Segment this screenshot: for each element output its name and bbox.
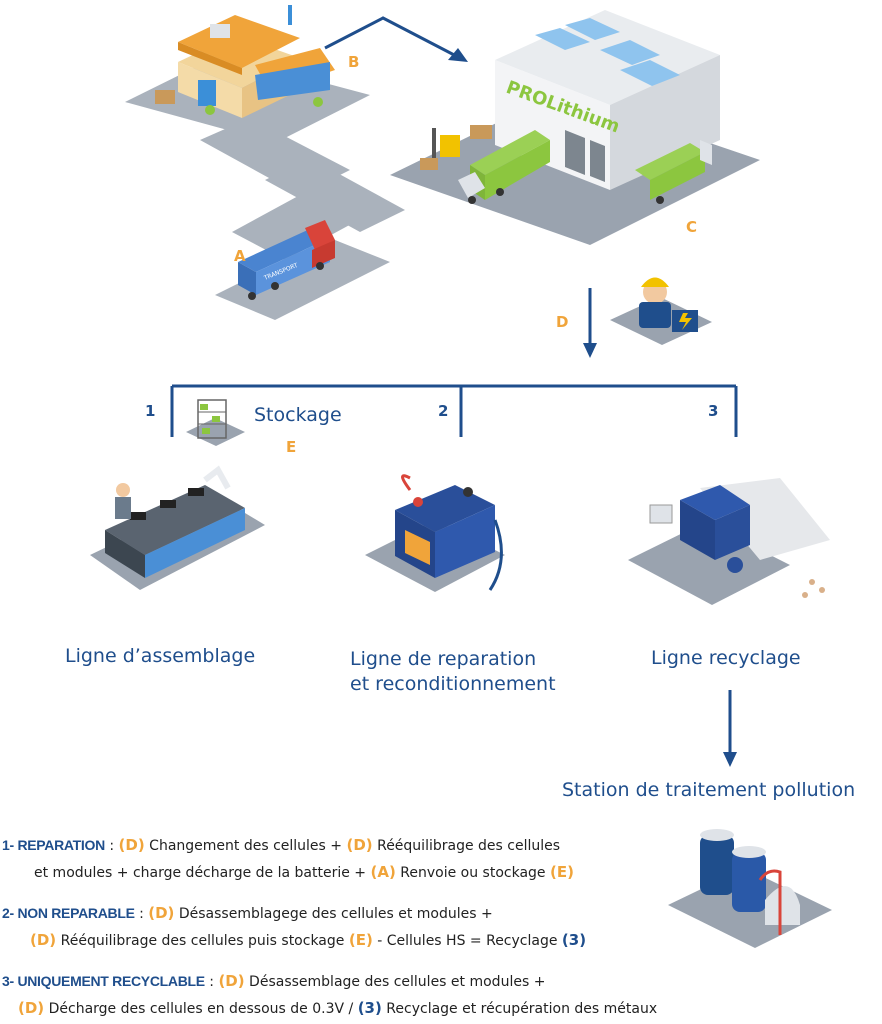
note-2-t2: Rééquilibrage des cellules puis stockage — [56, 933, 349, 949]
note-2-sep: : — [134, 906, 149, 922]
repair-line-label: Ligne de reparation et reconditionnement — [350, 647, 556, 697]
note-2-line-2: (D) Rééquilibrage des cellules puis stoc… — [0, 927, 640, 954]
branch-number-2: 2 — [438, 402, 449, 420]
note-1-t1: Changement des cellules + — [144, 838, 347, 854]
stockage-label: Stockage — [254, 404, 342, 426]
note-2-t3: - Cellules HS = Recyclage — [372, 933, 562, 949]
note-3-t3: Recyclage et récupération des métaux — [381, 1001, 658, 1017]
letter-b: B — [348, 53, 360, 71]
note-1-d2: (D) — [346, 836, 373, 854]
note-2-n: (3) — [561, 931, 587, 949]
note-1-t3: et modules + charge décharge de la batte… — [34, 865, 371, 881]
green-truck-icon-2 — [635, 140, 712, 204]
note-3-line-1: 3- UNIQUEMENT RECYCLABLE : (D) Désassemb… — [0, 968, 640, 995]
assembly-line-label: Ligne d’assemblage — [65, 645, 256, 667]
repair-line-label-2: et reconditionnement — [350, 673, 556, 695]
note-3-t2: Décharge des cellules en dessous de 0.3V… — [44, 1001, 358, 1017]
warehouse-icon: PROLithium — [495, 10, 720, 190]
assembly-line-icon — [90, 465, 265, 590]
branch-number-1: 1 — [145, 402, 156, 420]
note-2-line-1: 2- NON REPARABLE : (D) Désassemblagege d… — [0, 900, 640, 927]
pollution-station-label: Station de traitement pollution — [562, 779, 856, 801]
stockage-shelf-icon — [186, 399, 245, 446]
letter-c: C — [686, 218, 698, 236]
note-2-d2: (D) — [30, 931, 57, 949]
repair-line-label-1: Ligne de reparation — [350, 648, 537, 670]
note-3-d1: (D) — [218, 972, 245, 990]
shop-building-icon — [155, 5, 335, 118]
letter-e: E — [286, 438, 297, 456]
note-1-head: 1- REPARATION — [2, 837, 105, 853]
recycling-machine-icon — [628, 478, 830, 605]
note-3-n: (3) — [357, 999, 382, 1017]
note-1-e: (E) — [549, 863, 574, 881]
forklift-icon — [420, 125, 492, 170]
battery-icon — [365, 474, 505, 592]
process-notes: 1- REPARATION : (D) Changement des cellu… — [0, 832, 657, 1022]
transport-truck-icon: TRANSPORT — [238, 220, 335, 300]
note-3-d2: (D) — [18, 999, 45, 1017]
note-3-line-2: (D) Décharge des cellules en dessous de … — [0, 995, 657, 1022]
note-2-e: (E) — [348, 931, 373, 949]
note-2-t1: Désassemblagege des cellules et modules … — [174, 906, 493, 922]
letter-d: D — [556, 313, 569, 331]
note-2-d1: (D) — [148, 904, 175, 922]
branch-number-3: 3 — [708, 402, 719, 420]
letter-a: A — [234, 247, 246, 265]
note-1-sep: : — [104, 838, 119, 854]
green-truck-icon — [458, 130, 550, 204]
note-1-t2: Rééquilibrage des cellules — [372, 838, 561, 854]
note-1-t4: Renvoie ou stockage — [395, 865, 550, 881]
note-1-d1: (D) — [118, 836, 145, 854]
branch-lines — [170, 384, 738, 437]
arrow-d — [583, 288, 597, 358]
note-3-head: 3- UNIQUEMENT RECYCLABLE — [2, 973, 205, 989]
pollution-station-icon — [668, 829, 832, 948]
note-1-line-2: et modules + charge décharge de la batte… — [0, 859, 640, 886]
arrow-station — [723, 690, 737, 767]
technician-icon — [610, 277, 712, 345]
note-1-a: (A) — [370, 863, 396, 881]
note-1-line-1: 1- REPARATION : (D) Changement des cellu… — [0, 832, 640, 859]
note-3-t1: Désassemblage des cellules et modules + — [244, 974, 546, 990]
arrow-b — [324, 16, 468, 62]
note-3-sep: : — [204, 974, 219, 990]
note-2-head: 2- NON REPARABLE — [2, 905, 135, 921]
recycling-line-label: Ligne recyclage — [651, 647, 801, 669]
